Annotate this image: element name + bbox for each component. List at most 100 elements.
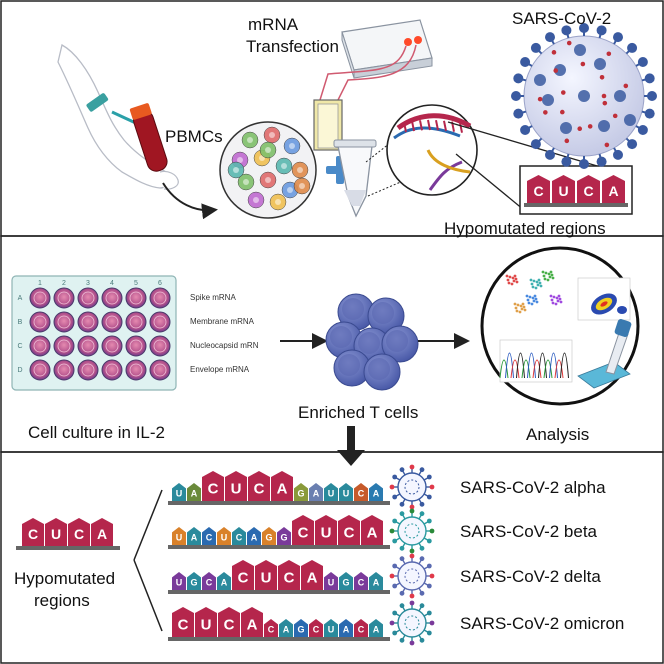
virus-surface-spike-8 bbox=[534, 74, 546, 86]
variant-1-base-7: G bbox=[277, 527, 291, 545]
plate-row-A: A bbox=[18, 295, 23, 302]
virus-spike-19 bbox=[596, 25, 607, 39]
variant-2-base-4: C bbox=[232, 560, 254, 590]
variant-3-base-8: U bbox=[324, 619, 338, 637]
cuca-top-base-1-letter: U bbox=[558, 183, 568, 199]
cuca-top-base-0: C bbox=[527, 175, 550, 203]
variant-3-base-3-letter: A bbox=[247, 617, 258, 634]
variant-3-base-0: C bbox=[172, 607, 194, 637]
variant-3-base-4-letter: C bbox=[268, 625, 275, 635]
cuca-left-base-3: A bbox=[91, 518, 113, 546]
virus-spike-8 bbox=[545, 147, 555, 160]
variant-1-base-3-letter: U bbox=[221, 533, 228, 543]
variant-1-base-2-letter: C bbox=[206, 533, 213, 543]
variant-2-base-9-letter: G bbox=[342, 578, 349, 588]
well-A5 bbox=[125, 287, 147, 309]
sars-cov-2-virion-large bbox=[511, 23, 657, 169]
variant-0-base-10: C bbox=[354, 483, 368, 501]
enriched-t-cells bbox=[325, 293, 419, 391]
virus-spike-4 bbox=[613, 147, 623, 160]
variant-3-base-0-letter: C bbox=[178, 617, 189, 634]
well-C6 bbox=[149, 335, 171, 357]
variant-0-base-4-letter: C bbox=[254, 481, 265, 498]
variant-3-base-1: U bbox=[195, 607, 217, 637]
cuca-left-base-0: C bbox=[22, 518, 44, 546]
variant-2-base-0: U bbox=[172, 572, 186, 590]
variant-0-label: SARS-CoV-2 alpha bbox=[460, 478, 606, 497]
variant-0-base-1-letter: A bbox=[191, 489, 198, 499]
cuca-left-base-2: C bbox=[68, 518, 90, 546]
mrna-row-label-2: Nucleocapsid mRN bbox=[190, 341, 259, 350]
virus-surface-spike-6 bbox=[578, 90, 590, 102]
eppendorf-tube-icon bbox=[333, 139, 377, 218]
variant-3-base-10-letter: C bbox=[358, 625, 365, 635]
mrna-row-label-0: Spike mRNA bbox=[190, 293, 236, 302]
sars-cov-2-label: SARS-CoV-2 bbox=[512, 9, 611, 28]
variant-0-base-9-letter: U bbox=[343, 489, 350, 499]
variant-1-base-4: C bbox=[232, 527, 246, 545]
variant-1-base-4-letter: C bbox=[236, 533, 243, 543]
pbmc-cell-8 bbox=[259, 171, 277, 189]
arrow-to-pbmc bbox=[162, 182, 218, 220]
virus-spike-13 bbox=[513, 73, 527, 84]
pbmc-cell-0 bbox=[241, 131, 259, 149]
well-C3 bbox=[77, 335, 99, 357]
variant-2-base-3: A bbox=[217, 572, 231, 590]
well-B2 bbox=[53, 311, 75, 333]
virus-spike-7 bbox=[561, 153, 572, 167]
variant-1-base-1-letter: A bbox=[191, 533, 198, 543]
plate-row-D: D bbox=[17, 367, 22, 374]
variant-2-base-8: U bbox=[324, 572, 338, 590]
variant-2-base-7: A bbox=[301, 560, 323, 590]
variant-1-base-10-letter: C bbox=[344, 525, 355, 542]
pbmc-cell-7 bbox=[237, 173, 255, 191]
virus-spike-18 bbox=[579, 23, 589, 36]
virus-spike-10 bbox=[520, 125, 533, 135]
variant-0-base-2: C bbox=[202, 471, 224, 501]
variant-0-base-9: U bbox=[339, 483, 353, 501]
hypomutated-label-left-line2: regions bbox=[34, 591, 90, 610]
virus-spike-9 bbox=[530, 137, 543, 150]
cuca-top-base-2: C bbox=[577, 175, 600, 203]
variant-0-base-0: U bbox=[172, 483, 186, 501]
variant-1-base-10: C bbox=[338, 515, 360, 545]
variant-1-base-2: C bbox=[202, 527, 216, 545]
variant-0-base-8-letter: U bbox=[328, 489, 335, 499]
well-C1 bbox=[29, 335, 51, 357]
virus-spike-0 bbox=[644, 91, 657, 101]
variant-1-base-11-letter: A bbox=[367, 525, 378, 542]
pbmc-cell-1 bbox=[263, 126, 281, 144]
analysis-label: Analysis bbox=[526, 425, 589, 444]
well-D3 bbox=[77, 359, 99, 381]
virus-spike-6 bbox=[579, 156, 589, 169]
virus-surface-spike-3 bbox=[598, 120, 610, 132]
virus-surface-spike-4 bbox=[560, 122, 572, 134]
variant-0-base-8: U bbox=[324, 483, 338, 501]
variant-1-base-7-letter: G bbox=[280, 533, 287, 543]
variant-2-base-7-letter: A bbox=[307, 570, 318, 587]
well-C4 bbox=[101, 335, 123, 357]
well-D4 bbox=[101, 359, 123, 381]
well-A6 bbox=[149, 287, 171, 309]
variant-1-base-9: U bbox=[315, 515, 337, 545]
variant-0-base-5: A bbox=[271, 471, 293, 501]
mrna-row-label-3: Envelope mRNA bbox=[190, 365, 250, 374]
mrna-label-line1: mRNA bbox=[248, 15, 299, 34]
variant-1-base-0-letter: U bbox=[176, 533, 183, 543]
mrna-row-label-1: Membrane mRNA bbox=[190, 317, 255, 326]
virus-spike-3 bbox=[625, 137, 638, 150]
pbmc-cell-6 bbox=[291, 161, 309, 179]
variant-3-base-1-letter: U bbox=[201, 617, 212, 634]
variant-2-base-0-letter: U bbox=[176, 578, 183, 588]
plate-col-2: 2 bbox=[62, 280, 66, 287]
virus-surface-spike-9 bbox=[624, 114, 636, 126]
plate-col-5: 5 bbox=[134, 280, 138, 287]
virus-spike-12 bbox=[511, 91, 524, 101]
variant-3-base-11-letter: A bbox=[373, 625, 380, 635]
variant-3-base-8-letter: U bbox=[328, 625, 335, 635]
variant-2-virus-icon bbox=[389, 553, 435, 599]
well-B5 bbox=[125, 311, 147, 333]
